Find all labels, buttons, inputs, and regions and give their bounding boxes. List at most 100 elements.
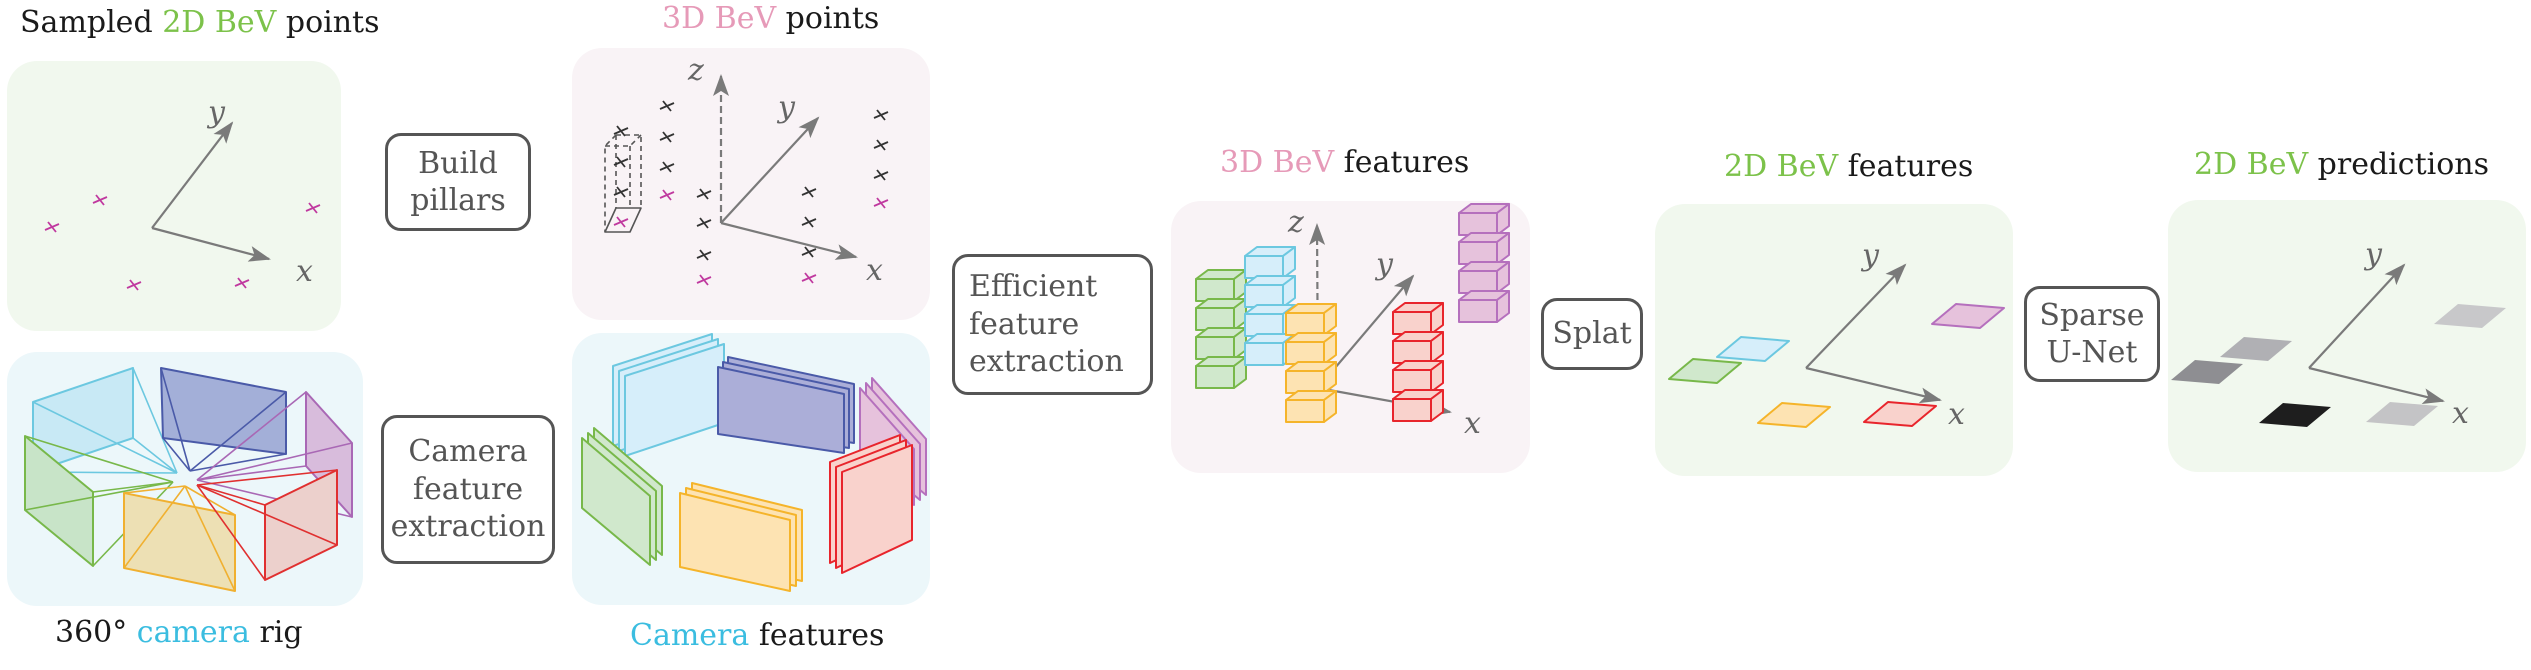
bev-point-marker	[873, 139, 889, 151]
voxel-front-face	[1195, 365, 1235, 389]
title-text: features	[749, 618, 885, 653]
title-camera-features: Camera features	[630, 621, 884, 651]
voxel-cube	[1392, 389, 1444, 422]
voxel-front-face	[1458, 299, 1498, 323]
voxel-front-face	[1392, 398, 1432, 422]
voxel-cube	[1285, 332, 1337, 365]
bev-point-marker	[873, 109, 889, 121]
voxel-side-face	[1496, 203, 1510, 236]
y-axis-label: y	[206, 95, 226, 130]
camera-frustum-edge	[24, 435, 174, 483]
y-axis-label: y	[776, 90, 796, 125]
bev-prediction-cell	[2171, 360, 2243, 384]
y-axis-arrow	[2308, 263, 2406, 369]
camera-frustum-edge	[162, 437, 191, 472]
bev-ground-point-marker	[613, 216, 629, 228]
title-text: 360°	[55, 615, 137, 650]
title-accent: 3D BeV	[1220, 145, 1335, 180]
pillar-wireframe	[604, 134, 642, 232]
y-axis-arrow	[1805, 263, 1907, 369]
sampled-point-marker	[234, 277, 250, 289]
voxel-side-face	[1323, 361, 1337, 394]
x-axis-label: x	[1464, 406, 1481, 441]
voxel-cube	[1285, 390, 1337, 423]
camera-frustum-front-left	[32, 367, 178, 474]
title-sampled-2d-points: Sampled 2D BeV points	[20, 8, 380, 38]
title-camera-rig: 360° camera rig	[55, 618, 303, 648]
voxel-cube	[1244, 275, 1296, 308]
camera-frustum-edge	[160, 367, 191, 472]
camera-features-front	[717, 356, 855, 454]
bev-point-marker	[696, 217, 712, 229]
step-text: Splat	[1552, 316, 1632, 352]
x-axis-label: x	[2452, 396, 2469, 431]
voxel-cube	[1458, 290, 1510, 323]
y-axis-label: y	[1374, 247, 1394, 282]
voxel-front-face	[1195, 307, 1235, 331]
voxel-side-face	[1496, 290, 1510, 323]
voxel-column-yellow	[1285, 303, 1337, 423]
z-axis-label: z	[1287, 205, 1304, 240]
sampled-point-marker	[44, 221, 60, 233]
bev-point-marker	[659, 131, 675, 143]
sampled-point-marker	[305, 202, 321, 214]
camera-image-plane	[160, 367, 287, 455]
voxel-side-face	[1282, 275, 1296, 308]
camera-frustum-front	[160, 367, 287, 472]
step-text: feature	[969, 306, 1080, 342]
voxel-column-green	[1195, 269, 1247, 389]
x-axis-label: x	[866, 253, 883, 288]
title-accent: 2D BeV	[162, 5, 277, 40]
camera-frustum-edge	[196, 465, 307, 481]
title-accent: 3D BeV	[662, 1, 777, 36]
camera-frustum-edge	[132, 437, 178, 474]
bev-feature-cell-purple	[1931, 303, 2005, 329]
voxel-side-face	[1323, 332, 1337, 365]
step-text: Build	[418, 145, 498, 181]
voxel-cube	[1285, 303, 1337, 336]
voxel-column-purple	[1458, 203, 1510, 323]
step-text: U-Net	[2046, 335, 2138, 370]
bev-feature-cell-cyan	[1716, 336, 1790, 362]
z-axis-label: z	[687, 53, 704, 88]
voxel-front-face	[1195, 336, 1235, 360]
y-axis-arrow	[720, 116, 820, 224]
pillar-base	[604, 207, 642, 233]
voxel-cube	[1458, 261, 1510, 294]
voxel-front-face	[1244, 255, 1284, 279]
bev-prediction-cell	[2220, 337, 2292, 361]
camera-image-plane	[123, 492, 236, 592]
voxel-front-face	[1392, 340, 1432, 364]
x-axis-label: x	[1948, 397, 1965, 432]
camera-frustum-edge	[196, 391, 307, 481]
bev-ground-point-marker	[873, 197, 889, 209]
voxel-cube	[1195, 356, 1247, 389]
voxel-cube	[1195, 327, 1247, 360]
bev-point-marker	[696, 188, 712, 200]
bev-point-marker	[696, 249, 712, 261]
bev-point-marker	[659, 100, 675, 112]
camera-frustum-edge	[132, 367, 178, 474]
title-text: rig	[249, 615, 303, 650]
voxel-cube	[1392, 302, 1444, 335]
camera-features-right	[829, 434, 913, 574]
title-2d-bev-predictions: 2D BeV predictions	[2194, 150, 2489, 180]
camera-frustum-edge	[92, 481, 174, 493]
feature-map-layer	[581, 437, 651, 566]
x-axis-arrow	[151, 226, 271, 262]
bev-feature-cell-green	[1668, 358, 1742, 384]
bev-point-marker	[801, 186, 817, 198]
bev-prediction-cell	[2366, 402, 2438, 426]
voxel-cube	[1458, 232, 1510, 265]
x-axis-arrow	[720, 221, 858, 260]
bev-point-marker	[873, 169, 889, 181]
x-axis-arrow	[2308, 366, 2445, 404]
bev-point-marker	[613, 156, 629, 168]
camera-frustum-edge	[196, 484, 266, 506]
voxel-front-face	[1244, 284, 1284, 308]
voxel-front-face	[1392, 369, 1432, 393]
title-text: Sampled	[20, 5, 163, 40]
